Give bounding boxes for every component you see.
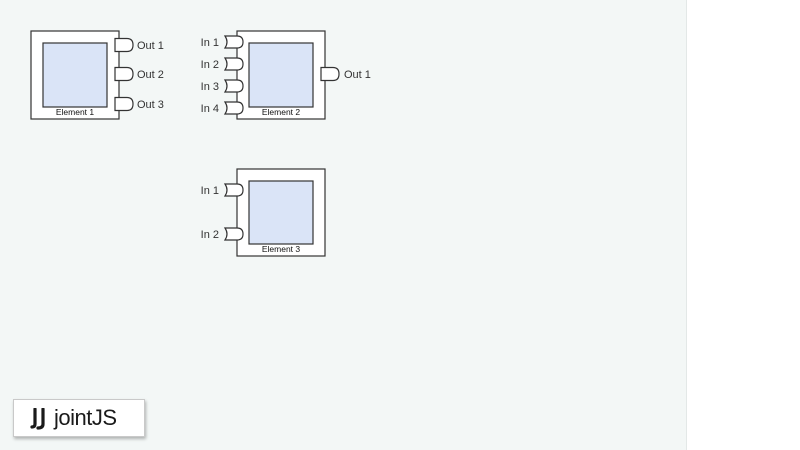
element-2-out-port-1-label: Out 1 [344,69,371,81]
element-1-inner-box [42,42,108,108]
element-1-out-port-1[interactable]: Out 1 [114,37,164,53]
element-2-in-port-3[interactable]: In 3 [201,79,244,93]
side-panel [687,0,800,450]
element-2-in-port-3-label: In 3 [201,81,219,93]
element-2-out-port-1[interactable]: Out 1 [320,66,371,82]
element-3-in-port-1-label: In 1 [201,185,219,197]
element-1-out-port-2-label: Out 2 [137,69,164,81]
element-2-in-port-2[interactable]: In 2 [201,57,244,71]
element-3[interactable]: Element 3 In 1 In 2 [201,168,326,257]
element-2-in-port-1-label: In 1 [201,37,219,49]
element-1[interactable]: Element 1 Out 1 Out 2 Out 3 [30,30,164,120]
element-2-in-port-2-label: In 2 [201,59,219,71]
element-2-in-port-4-label: In 4 [201,103,219,115]
element-3-label: Element 3 [262,244,301,254]
paper-divider [686,0,687,450]
element-3-in-port-2-label: In 2 [201,229,219,241]
element-2[interactable]: Element 2 In 1 In 2 In 3 In 4 Out 1 [201,30,371,120]
element-2-in-port-1[interactable]: In 1 [201,35,244,49]
jointjs-logo: jointJS [13,399,145,437]
element-3-in-port-2[interactable]: In 2 [201,227,244,241]
diagram-canvas[interactable]: Element 1 Out 1 Out 2 Out 3 Element 2 In… [0,0,686,450]
element-1-label: Element 1 [56,107,95,117]
element-1-out-port-3-label: Out 3 [137,99,164,111]
element-3-inner-box [248,180,314,245]
element-1-out-port-1-label: Out 1 [137,40,164,52]
element-2-inner-box [248,42,314,108]
jointjs-mark-icon [30,408,45,430]
element-1-out-port-2[interactable]: Out 2 [114,66,164,82]
element-2-in-port-4[interactable]: In 4 [201,101,244,115]
element-3-in-port-1[interactable]: In 1 [201,183,244,197]
element-1-out-port-3[interactable]: Out 3 [114,96,164,112]
logo-text: jointJS [54,405,117,430]
element-2-label: Element 2 [262,107,301,117]
